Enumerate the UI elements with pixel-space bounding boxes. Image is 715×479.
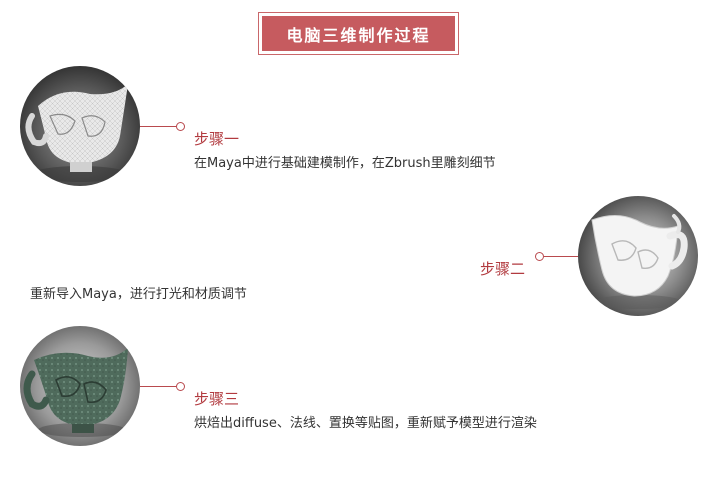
step-3-label: 步骤三 bbox=[194, 390, 240, 408]
step-1-description: 在Maya中进行基础建模制作，在Zbrush里雕刻细节 bbox=[194, 156, 496, 171]
step-1-image bbox=[20, 66, 140, 186]
step-2-dot bbox=[535, 252, 544, 261]
step-2-connector bbox=[544, 256, 578, 257]
step-1-connector bbox=[140, 126, 176, 127]
step-3-image bbox=[20, 326, 140, 446]
step-3-connector bbox=[140, 386, 176, 387]
title-banner: 电脑三维制作过程 bbox=[258, 12, 459, 55]
step-2-image bbox=[578, 196, 698, 316]
page-title: 电脑三维制作过程 bbox=[262, 16, 455, 51]
step-2-description: 重新导入Maya，进行打光和材质调节 bbox=[30, 287, 247, 302]
step-2-label: 步骤二 bbox=[480, 260, 526, 278]
step-1-dot bbox=[176, 122, 185, 131]
step-3-dot bbox=[176, 382, 185, 391]
step-1-label: 步骤一 bbox=[194, 130, 240, 148]
step-3-description: 烘焙出diffuse、法线、置换等贴图，重新赋予模型进行渲染 bbox=[194, 416, 537, 431]
